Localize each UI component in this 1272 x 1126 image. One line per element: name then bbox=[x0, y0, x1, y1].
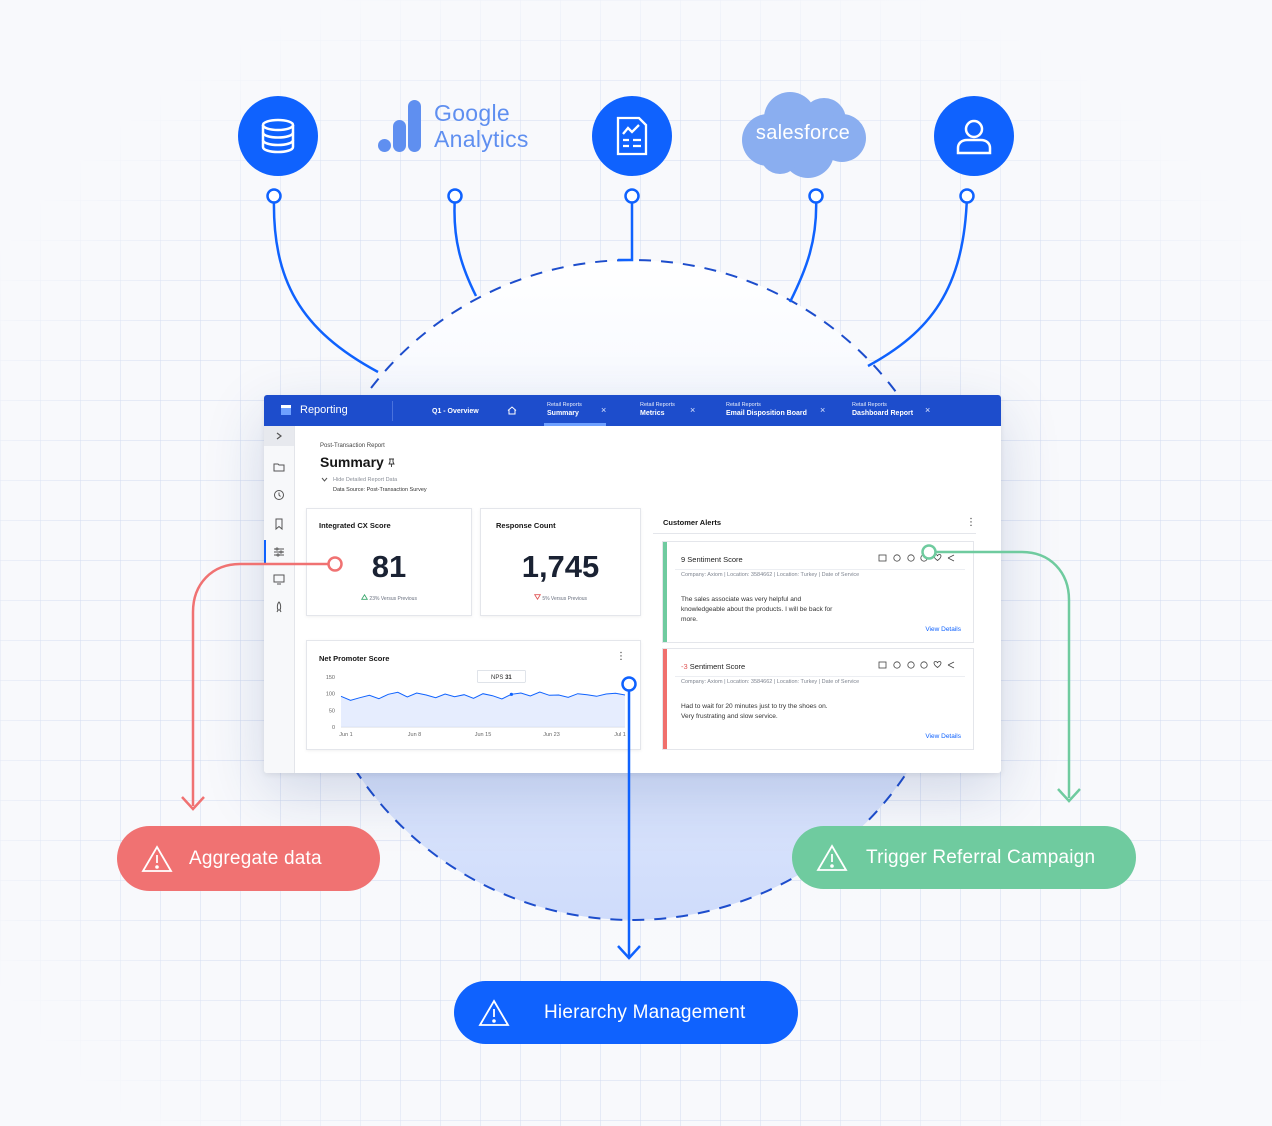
alerts-overflow-menu-icon[interactable]: ⋮ bbox=[966, 517, 976, 528]
tab-summary[interactable]: Retail Reports Summary bbox=[547, 402, 582, 417]
aggregate-data-pill[interactable]: Aggregate data bbox=[117, 826, 380, 891]
nps-x-tick-label: Jun 15 bbox=[475, 732, 492, 738]
nps-area bbox=[341, 692, 625, 727]
nps-x-tick-label: Jun 23 bbox=[543, 732, 560, 738]
nps-y-tick-label: 0 bbox=[332, 725, 335, 731]
nps-title: Net Promoter Score bbox=[319, 654, 390, 663]
alert-divider bbox=[675, 676, 965, 677]
report-document-icon bbox=[616, 116, 648, 156]
nps-y-tick-label: 50 bbox=[329, 708, 335, 714]
history-icon[interactable] bbox=[272, 488, 286, 502]
chevron-right-icon bbox=[276, 432, 282, 440]
alert-sentiment-score: 9 Sentiment Score bbox=[681, 555, 743, 564]
monitor-icon[interactable] bbox=[272, 572, 286, 586]
home-icon[interactable] bbox=[507, 406, 517, 415]
salesforce-cloud-icon bbox=[742, 92, 866, 178]
active-tab-indicator bbox=[544, 423, 606, 426]
nps-tooltip-box bbox=[477, 670, 526, 683]
tab-dashboard-close-icon[interactable]: × bbox=[925, 405, 931, 415]
cx-score-title: Integrated CX Score bbox=[319, 521, 391, 530]
nps-series-line bbox=[340, 691, 626, 701]
data-source-label: Data Source: Post-Transaction Survey bbox=[333, 487, 427, 493]
sliders-icon[interactable] bbox=[272, 545, 286, 559]
nps-x-tick-label: Jun 1 bbox=[339, 732, 352, 738]
response-count-value: 1,745 bbox=[521, 549, 600, 584]
nps-y-tick-label: 150 bbox=[326, 675, 335, 681]
tab-email-close-icon[interactable]: × bbox=[820, 405, 826, 415]
alert-meta: Company: Axiom | Location: 3584662 | Loc… bbox=[681, 572, 860, 578]
cx-score-delta: 23% Versus Previous bbox=[307, 593, 471, 602]
report-source[interactable] bbox=[592, 96, 672, 176]
view-details-link[interactable]: View Details bbox=[925, 733, 961, 740]
google-analytics-bars-icon bbox=[378, 100, 421, 152]
alert-item[interactable]: -3 Sentiment Score Company: Axiom | Loca… bbox=[662, 648, 974, 750]
tab-metrics[interactable]: Retail Reports Metrics bbox=[640, 402, 675, 417]
google-analytics-source[interactable]: Google Analytics bbox=[378, 100, 529, 152]
alert-action-icons[interactable] bbox=[878, 552, 968, 564]
response-count-card: Response Count 1,745 5% Versus Previous bbox=[480, 508, 641, 616]
hierarchy-management-label: Hierarchy Management bbox=[544, 1001, 746, 1023]
alert-status-bar bbox=[663, 542, 667, 642]
hierarchy-management-pill[interactable]: Hierarchy Management bbox=[454, 981, 798, 1044]
tab-q1-overview[interactable]: Q1 - Overview bbox=[432, 408, 479, 415]
pin-icon[interactable] bbox=[387, 458, 395, 467]
dashboard-topbar: Reporting Q1 - Overview Retail Reports S… bbox=[264, 395, 1001, 426]
database-icon bbox=[261, 118, 295, 154]
aggregate-data-label: Aggregate data bbox=[189, 847, 322, 869]
cx-score-value: 81 bbox=[371, 549, 407, 584]
tab-summary-close-icon[interactable]: × bbox=[601, 405, 607, 415]
view-details-link[interactable]: View Details bbox=[925, 626, 961, 633]
bookmark-icon[interactable] bbox=[272, 517, 286, 531]
database-source[interactable] bbox=[238, 96, 318, 176]
triangle-up-icon bbox=[360, 593, 369, 600]
chevron-down-icon[interactable] bbox=[321, 477, 328, 482]
left-rail bbox=[264, 426, 295, 773]
nps-x-tick-label: Jun 8 bbox=[408, 732, 421, 738]
rail-active-indicator bbox=[264, 540, 266, 564]
salesforce-source[interactable]: salesforce bbox=[738, 90, 868, 180]
dashboard-grid-icon bbox=[281, 405, 291, 415]
trigger-referral-campaign-pill[interactable]: Trigger Referral Campaign bbox=[792, 826, 1136, 889]
warning-triangle-icon bbox=[816, 843, 848, 871]
alert-action-icons[interactable] bbox=[878, 659, 968, 671]
alert-meta: Company: Axiom | Location: 3584662 | Loc… bbox=[681, 679, 860, 685]
nps-tooltip-text: NPS 31 bbox=[491, 675, 512, 681]
customer-alerts-panel: Customer Alerts ⋮ bbox=[653, 508, 983, 773]
alert-comment: Had to wait for 20 minutes just to try t… bbox=[681, 703, 828, 720]
nps-x-tick-label: Jul 1 bbox=[614, 732, 626, 738]
reporting-dashboard: Reporting Q1 - Overview Retail Reports S… bbox=[264, 395, 1001, 773]
rail-expand[interactable] bbox=[264, 426, 294, 446]
rocket-icon[interactable] bbox=[272, 600, 286, 614]
tab-metrics-close-icon[interactable]: × bbox=[690, 405, 696, 415]
page-title: Summary bbox=[320, 454, 395, 470]
alert-item[interactable]: 9 Sentiment Score Company: Axiom | Locat… bbox=[662, 541, 974, 643]
user-source[interactable] bbox=[934, 96, 1014, 176]
alert-divider bbox=[675, 569, 965, 570]
response-count-title: Response Count bbox=[496, 521, 556, 530]
alert-sentiment-score: -3 Sentiment Score bbox=[681, 662, 746, 671]
nps-y-tick-label: 100 bbox=[326, 692, 335, 698]
alert-comment: The sales associate was very helpful and… bbox=[681, 596, 833, 623]
salesforce-label: salesforce bbox=[755, 121, 851, 144]
warning-triangle-icon bbox=[141, 844, 173, 872]
triangle-down-icon bbox=[533, 594, 542, 601]
alert-status-bar bbox=[663, 649, 667, 749]
app-title: Reporting bbox=[300, 404, 348, 416]
trigger-referral-campaign-label: Trigger Referral Campaign bbox=[866, 846, 1096, 868]
warning-triangle-icon bbox=[478, 998, 510, 1026]
tab-dashboard-report[interactable]: Retail Reports Dashboard Report bbox=[852, 402, 914, 417]
response-count-delta: 5% Versus Previous bbox=[481, 594, 640, 602]
user-icon bbox=[956, 119, 992, 155]
customer-alerts-title: Customer Alerts bbox=[663, 518, 722, 527]
folder-icon[interactable] bbox=[272, 460, 286, 474]
nps-highlight-point bbox=[509, 692, 513, 696]
report-data-toggle[interactable]: Hide Detailed Report Data bbox=[333, 477, 398, 483]
tab-email-disposition-board[interactable]: Retail Reports Email Disposition Board bbox=[726, 402, 807, 417]
cx-score-card: Integrated CX Score 81 23% Versus Previo… bbox=[306, 508, 472, 616]
breadcrumb: Post-Transaction Report bbox=[320, 443, 385, 449]
google-analytics-label: Google Analytics bbox=[434, 100, 529, 152]
nps-overflow-menu-icon[interactable]: ⋮ bbox=[616, 651, 626, 662]
